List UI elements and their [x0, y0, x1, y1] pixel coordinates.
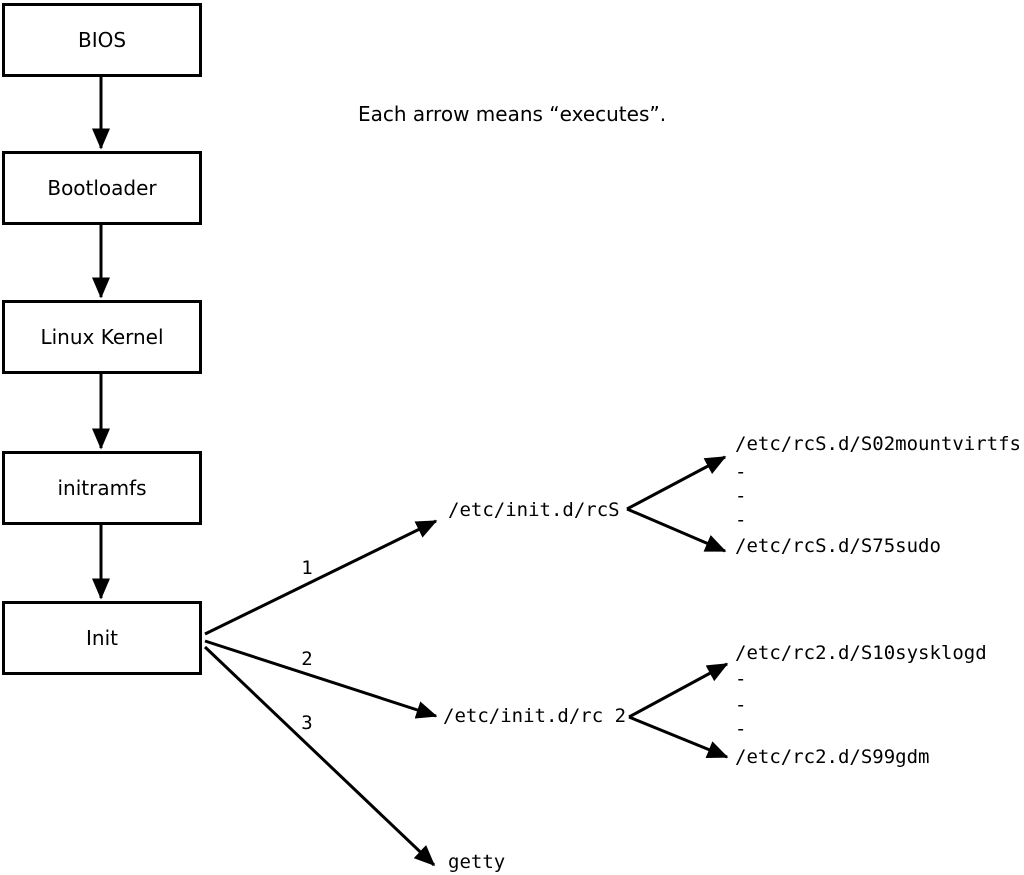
node-init-label: Init: [86, 626, 118, 650]
rcs-child-ellipsis-dash: -: [735, 461, 747, 483]
node-initramfs: initramfs: [2, 451, 202, 525]
rc2-child-ellipsis-dash: -: [735, 668, 747, 690]
legend-note: Each arrow means “executes”.: [358, 102, 667, 126]
arrow-init-to-rc2: [204, 639, 438, 719]
node-bootloader-label: Bootloader: [47, 176, 157, 200]
node-bootloader: Bootloader: [2, 151, 202, 225]
branch-2-number: 2: [301, 648, 313, 670]
rcs-child-s75sudo: /etc/rcS.d/S75sudo: [735, 535, 941, 557]
branch-1-number: 1: [301, 557, 313, 579]
rcs-child-ellipsis-dash: -: [735, 485, 747, 507]
node-bios-label: BIOS: [77, 28, 127, 52]
node-init: Init: [2, 601, 202, 675]
rcs-child-ellipsis-dash: -: [735, 509, 747, 531]
rc2-child-ellipsis-dash: -: [735, 718, 747, 740]
branch-3-target-getty: getty: [448, 851, 506, 873]
arrow-rc2-to-s10sysklogd: [628, 662, 729, 719]
arrow-rcs-to-s75sudo: [626, 507, 727, 553]
arrow-init-to-rcs: [204, 519, 438, 636]
rc2-child-s10sysklogd: /etc/rc2.d/S10sysklogd: [735, 642, 987, 664]
arrow-rcs-to-s02mountvirtfs: [626, 455, 727, 511]
arrow-init-to-getty: [203, 645, 436, 867]
branch-2-target-rc2: /etc/init.d/rc 2: [443, 705, 627, 727]
branch-1-target-rcs: /etc/init.d/rcS: [448, 499, 620, 521]
rc2-child-ellipsis-dash: -: [735, 694, 747, 716]
node-linux-kernel: Linux Kernel: [2, 300, 202, 374]
rcs-child-s02mountvirtfs: /etc/rcS.d/S02mountvirtfs: [735, 433, 1021, 455]
branch-3-number: 3: [301, 712, 313, 734]
rc2-child-s99gdm: /etc/rc2.d/S99gdm: [735, 746, 930, 768]
node-bios: BIOS: [2, 3, 202, 77]
node-linux-kernel-label: Linux Kernel: [40, 325, 164, 349]
node-initramfs-label: initramfs: [57, 476, 147, 500]
arrow-rc2-to-s99gdm: [628, 715, 729, 759]
